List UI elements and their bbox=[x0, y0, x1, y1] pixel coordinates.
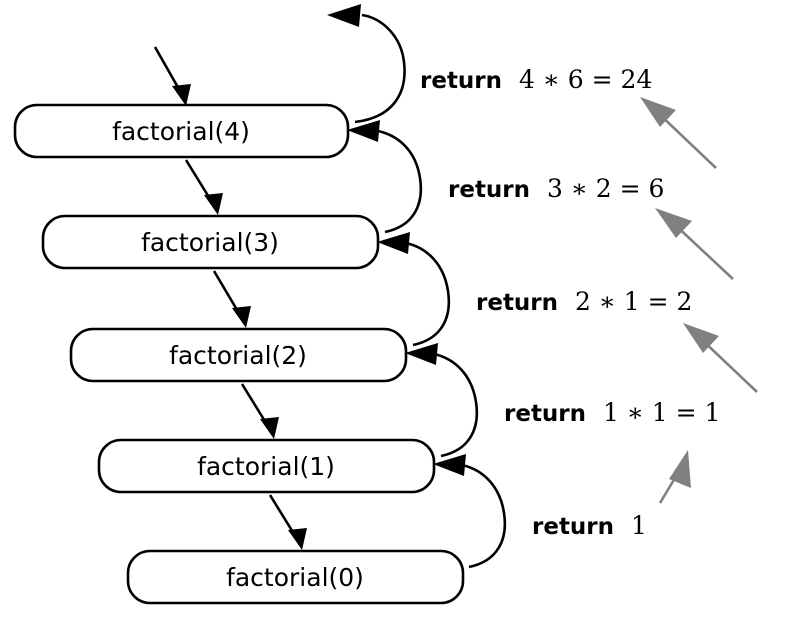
call-box-label: factorial(2) bbox=[169, 341, 307, 370]
call-box-factorial-1[interactable]: factorial(1) bbox=[97, 438, 436, 494]
descend-arrow-4-to-3 bbox=[184, 159, 223, 215]
call-box-factorial-4[interactable]: factorial(4) bbox=[13, 103, 350, 159]
return-arrow-2-to-3 bbox=[377, 232, 451, 347]
return-keyword: return bbox=[476, 290, 558, 316]
return-label-2: return 3 ∗ 2 = 6 bbox=[448, 174, 664, 203]
return-arrow-1-to-2 bbox=[405, 343, 479, 458]
return-keyword: return bbox=[448, 177, 530, 203]
return-keyword: return bbox=[532, 514, 614, 540]
return-label-4: return 1 ∗ 1 = 1 bbox=[504, 398, 720, 427]
return-expression: 3 ∗ 2 = 6 bbox=[547, 174, 664, 203]
return-expression: 4 ∗ 6 = 24 bbox=[519, 65, 652, 94]
entry-call-arrow bbox=[153, 46, 191, 106]
call-box-factorial-0[interactable]: factorial(0) bbox=[126, 549, 465, 605]
descend-arrow-1-to-0 bbox=[268, 494, 307, 550]
return-arrow-out-of-factorial-4 bbox=[327, 4, 406, 124]
call-box-label: factorial(4) bbox=[112, 117, 250, 146]
return-keyword: return bbox=[420, 68, 502, 94]
descend-arrow-3-to-2 bbox=[212, 270, 251, 328]
return-arrow-0-to-1 bbox=[433, 454, 507, 569]
return-label-5: return 1 bbox=[532, 511, 647, 540]
return-keyword: return bbox=[504, 401, 586, 427]
annotation-pointer-2 bbox=[655, 208, 734, 280]
return-arrow-3-to-4 bbox=[347, 120, 423, 234]
call-box-label: factorial(3) bbox=[141, 228, 279, 257]
descend-arrow-2-to-1 bbox=[240, 383, 279, 439]
return-expression: 2 ∗ 1 = 2 bbox=[575, 287, 692, 316]
call-box-label: factorial(0) bbox=[226, 563, 364, 592]
annotation-pointer-1 bbox=[640, 97, 717, 169]
call-box-factorial-2[interactable]: factorial(2) bbox=[69, 327, 408, 383]
return-label-3: return 2 ∗ 1 = 2 bbox=[476, 287, 692, 316]
call-box-factorial-3[interactable]: factorial(3) bbox=[41, 214, 380, 270]
annotation-pointer-4 bbox=[658, 450, 691, 504]
return-label-1: return 4 ∗ 6 = 24 bbox=[420, 65, 652, 94]
annotation-pointer-3 bbox=[683, 323, 758, 393]
call-box-label: factorial(1) bbox=[197, 452, 335, 481]
return-expression: 1 bbox=[631, 511, 647, 540]
return-expression: 1 ∗ 1 = 1 bbox=[603, 398, 720, 427]
